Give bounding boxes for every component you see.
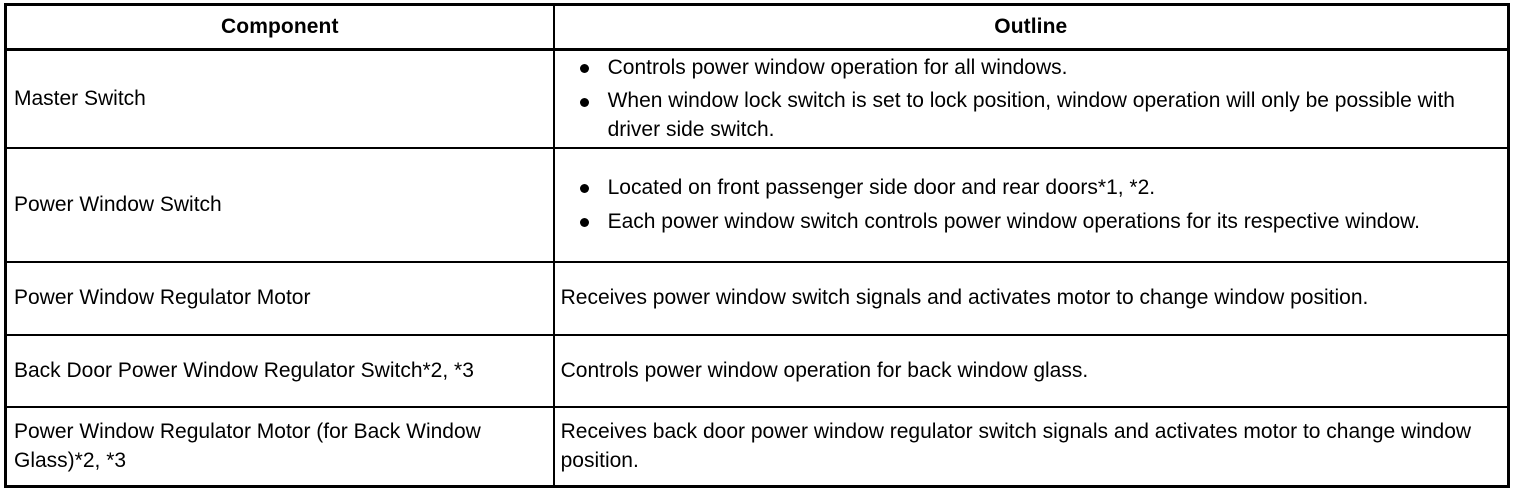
outline-bullet-list: Controls power window operation for all … [555, 54, 1507, 145]
list-item: Controls power window operation for all … [578, 54, 1497, 83]
outline-cell: Controls power window operation for back… [553, 334, 1509, 407]
component-label: Back Door Power Window Regulator Switch*… [14, 358, 474, 382]
component-label: Master Switch [14, 86, 146, 110]
component-cell: Power Window Regulator Motor (for Back W… [5, 406, 555, 487]
component-label: Power Window Switch [14, 192, 222, 216]
outline-text: Receives power window switch signals and… [560, 286, 1369, 310]
component-cell: Master Switch [5, 49, 555, 148]
component-outline-table: Component Outline Master Switch Controls… [4, 3, 1510, 488]
list-item: Located on front passenger side door and… [578, 174, 1497, 203]
outline-cell: Controls power window operation for all … [553, 49, 1509, 148]
outline-cell: Located on front passenger side door and… [553, 147, 1509, 262]
table-row: Power Window Regulator Motor (for Back W… [5, 406, 1509, 487]
outline-cell: Receives back door power window regulato… [553, 406, 1509, 487]
list-item: When window lock switch is set to lock p… [578, 87, 1497, 144]
table-header: Component Outline [5, 4, 1509, 51]
component-cell: Power Window Switch [5, 147, 555, 262]
bullet-dot-icon [579, 64, 589, 74]
table-row: Master Switch Controls power window oper… [5, 49, 1509, 148]
outline-text: Controls power window operation for back… [560, 358, 1089, 382]
column-header-outline: Outline [553, 4, 1509, 51]
list-item: Each power window switch controls power … [578, 208, 1497, 237]
component-label: Power Window Regulator Motor (for Back W… [14, 419, 481, 472]
component-label: Power Window Regulator Motor [14, 286, 311, 310]
list-item-text: Controls power window operation for all … [607, 55, 1068, 79]
bullet-dot-icon [579, 184, 589, 194]
component-cell: Back Door Power Window Regulator Switch*… [5, 334, 555, 407]
table-row: Power Window Switch Located on front pas… [5, 147, 1509, 262]
component-cell: Power Window Regulator Motor [5, 261, 555, 335]
bullet-dot-icon [579, 97, 589, 107]
outline-cell: Receives power window switch signals and… [553, 261, 1509, 335]
table-row: Back Door Power Window Regulator Switch*… [5, 334, 1509, 407]
table-row: Power Window Regulator Motor Receives po… [5, 261, 1509, 335]
outline-text: Receives back door power window regulato… [560, 419, 1472, 472]
header-row: Component Outline [5, 4, 1509, 51]
list-item-text: Located on front passenger side door and… [607, 175, 1156, 199]
list-item-text: Each power window switch controls power … [607, 209, 1420, 233]
column-header-component: Component [5, 4, 555, 51]
outline-bullet-list: Located on front passenger side door and… [555, 174, 1507, 236]
bullet-dot-icon [579, 218, 589, 227]
table-body: Master Switch Controls power window oper… [5, 49, 1509, 487]
list-item-text: When window lock switch is set to lock p… [607, 89, 1455, 141]
